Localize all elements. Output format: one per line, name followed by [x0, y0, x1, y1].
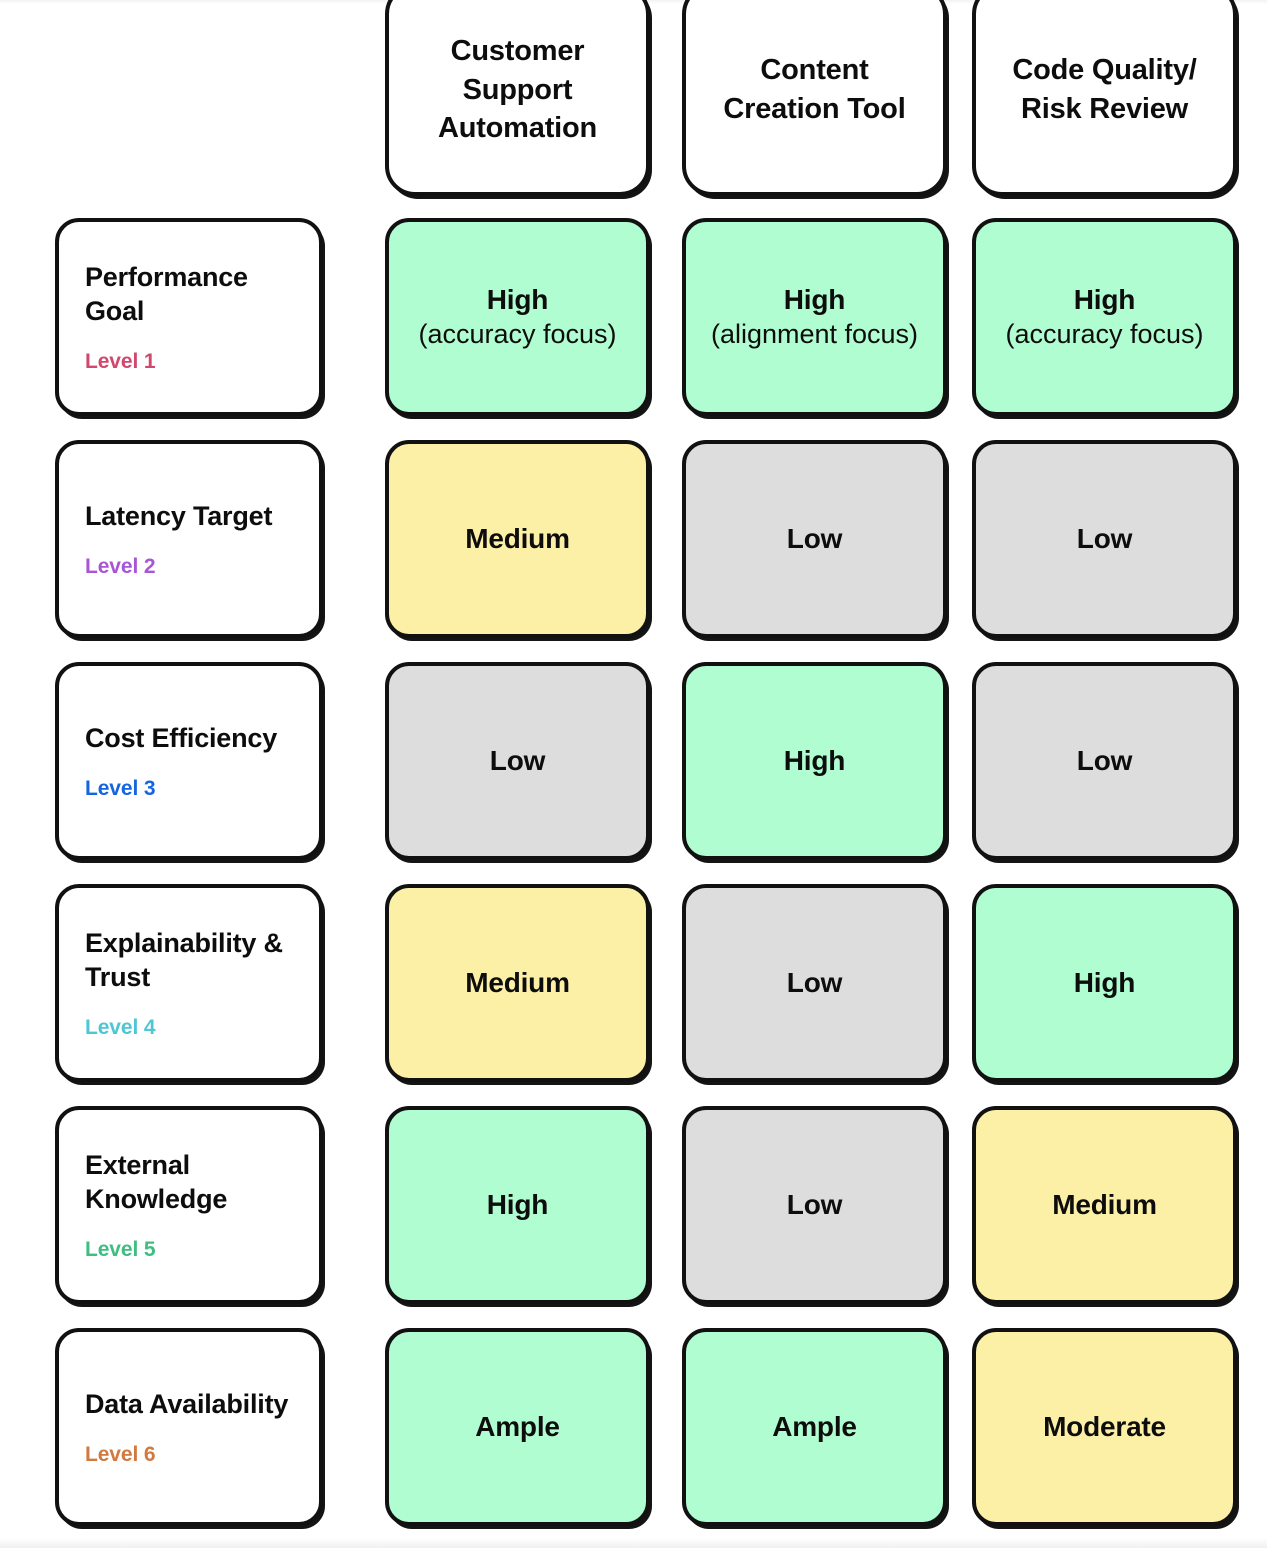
value-main-label: High	[486, 1188, 549, 1220]
matrix-value-cell: Low	[972, 650, 1262, 872]
value-box[interactable]: High(accuracy focus)	[972, 218, 1237, 416]
column-header-content-creation-tool[interactable]: Content Creation Tool	[682, 0, 972, 206]
row-level-badge: Level 5	[85, 1238, 156, 1262]
row-level-badge: Level 2	[85, 555, 156, 578]
value-main-label: High	[1073, 284, 1136, 316]
value-main-label: Low	[489, 744, 546, 776]
column-header-label: Customer Support Automation	[437, 34, 598, 145]
row-label-title: Explainability & Trust	[85, 927, 283, 992]
column-header-code-quality-risk-review[interactable]: Code Quality/ Risk Review	[972, 0, 1262, 206]
column-header-box[interactable]: Code Quality/ Risk Review	[972, 0, 1237, 196]
value-box[interactable]: High	[972, 884, 1237, 1082]
value-box[interactable]: Moderate	[972, 1328, 1237, 1526]
column-header-label: Code Quality/ Risk Review	[1012, 54, 1197, 125]
matrix-value-cell: High(accuracy focus)	[385, 206, 682, 428]
row-level-badge: Level 4	[85, 1016, 156, 1040]
value-main-label: Ample	[475, 1410, 560, 1442]
value-box[interactable]: Medium	[385, 440, 650, 638]
value-sub-label: (accuracy focus)	[418, 318, 617, 349]
column-header-label: Content Creation Tool	[723, 54, 906, 125]
row-level-badge: Level 3	[85, 777, 156, 800]
value-sub-label: (alignment focus)	[710, 318, 919, 349]
row-label-title: External Knowledge	[85, 1149, 228, 1214]
value-main-label: Low	[1076, 522, 1133, 554]
value-main-label: Low	[786, 522, 843, 554]
value-box[interactable]: Low	[972, 662, 1237, 860]
matrix-corner-cell	[55, 0, 385, 206]
value-sub-label: (accuracy focus)	[1005, 318, 1204, 349]
matrix-value-cell: Low	[972, 428, 1262, 650]
row-level-badge: Level 1	[85, 350, 156, 374]
row-label-title: Data Availability	[85, 1388, 289, 1419]
matrix-value-cell: Medium	[972, 1094, 1262, 1316]
matrix-value-cell: High(alignment focus)	[682, 206, 972, 428]
value-main-label: Medium	[1052, 1188, 1157, 1220]
value-box[interactable]: Low	[972, 440, 1237, 638]
matrix-value-cell: High(accuracy focus)	[972, 206, 1262, 428]
value-main-label: Medium	[465, 522, 570, 554]
value-box[interactable]: High	[385, 1106, 650, 1304]
row-label-title: Latency Target	[85, 500, 273, 531]
value-box[interactable]: High(alignment focus)	[682, 218, 947, 416]
value-box[interactable]: Medium	[385, 884, 650, 1082]
value-box[interactable]: Low	[682, 1106, 947, 1304]
value-box[interactable]: High	[682, 662, 947, 860]
value-main-label: Low	[1076, 744, 1133, 776]
row-label-title: Cost Efficiency	[85, 722, 278, 753]
matrix-value-cell: High	[972, 872, 1262, 1094]
value-box[interactable]: Ample	[385, 1328, 650, 1526]
column-header-box[interactable]: Content Creation Tool	[682, 0, 947, 196]
value-main-label: Low	[786, 966, 843, 998]
page-edge-bottom	[0, 1538, 1267, 1548]
value-main-label: High	[783, 284, 846, 316]
value-box[interactable]: Low	[682, 884, 947, 1082]
matrix-value-cell: Low	[385, 650, 682, 872]
matrix-value-cell: Ample	[385, 1316, 682, 1538]
value-main-label: Moderate	[1043, 1410, 1166, 1442]
column-header-customer-support-automation[interactable]: Customer Support Automation	[385, 0, 682, 206]
matrix-value-cell: Moderate	[972, 1316, 1262, 1538]
row-level-badge: Level 6	[85, 1443, 156, 1466]
matrix-value-cell: High	[682, 650, 972, 872]
value-box[interactable]: High(accuracy focus)	[385, 218, 650, 416]
value-box[interactable]: Medium	[972, 1106, 1237, 1304]
value-main-label: Low	[786, 1188, 843, 1220]
row-label-title: Performance Goal	[85, 261, 248, 326]
value-box[interactable]: Low	[682, 440, 947, 638]
matrix-value-cell: Ample	[682, 1316, 972, 1538]
matrix-value-cell: Medium	[385, 872, 682, 1094]
value-main-label: High	[1073, 966, 1136, 998]
value-box[interactable]: Low	[385, 662, 650, 860]
matrix-value-cell: Low	[682, 872, 972, 1094]
matrix-value-cell: Medium	[385, 428, 682, 650]
matrix-value-cell: Low	[682, 428, 972, 650]
value-main-label: Ample	[772, 1410, 857, 1442]
matrix-value-cell: High	[385, 1094, 682, 1316]
column-header-box[interactable]: Customer Support Automation	[385, 0, 650, 196]
value-main-label: Medium	[465, 966, 570, 998]
value-box[interactable]: Ample	[682, 1328, 947, 1526]
value-main-label: High	[486, 284, 549, 316]
matrix-value-cell: Low	[682, 1094, 972, 1316]
value-main-label: High	[783, 744, 846, 776]
